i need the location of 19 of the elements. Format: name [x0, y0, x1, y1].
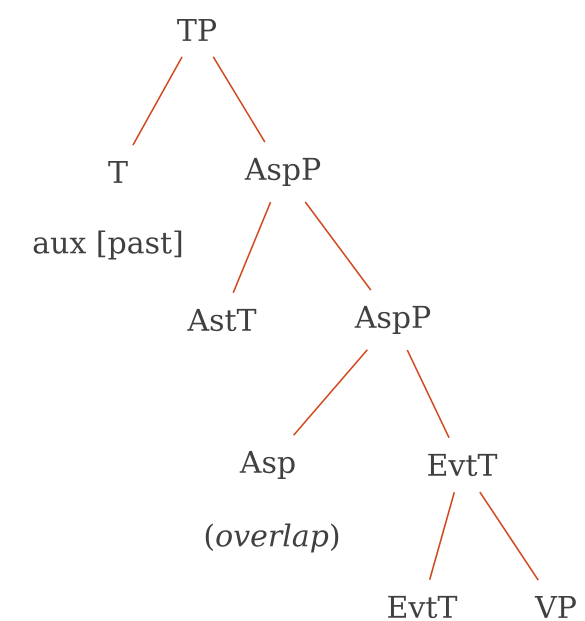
tree-label: TP	[177, 19, 216, 41]
feature-label: (overlap)	[206, 523, 338, 553]
tree-label: T	[108, 161, 128, 183]
feature-label: aux [past]	[34, 230, 182, 260]
branch-line	[232, 202, 272, 294]
tree-label: AspP	[244, 158, 320, 186]
branch-line	[428, 492, 456, 580]
tree-label: EvtT	[428, 454, 498, 476]
tree-label: Asp	[240, 450, 295, 480]
branch-line	[293, 349, 368, 436]
branch-line	[479, 492, 539, 581]
tree-label: AspP	[354, 306, 430, 334]
branch-line	[132, 56, 183, 146]
tree-label: AstT	[187, 308, 256, 332]
branch-line	[212, 56, 266, 142]
branch-line	[304, 201, 372, 291]
branch-line	[406, 350, 450, 438]
tree-label: EvtT	[388, 596, 458, 618]
tree-label: VP	[534, 596, 576, 618]
